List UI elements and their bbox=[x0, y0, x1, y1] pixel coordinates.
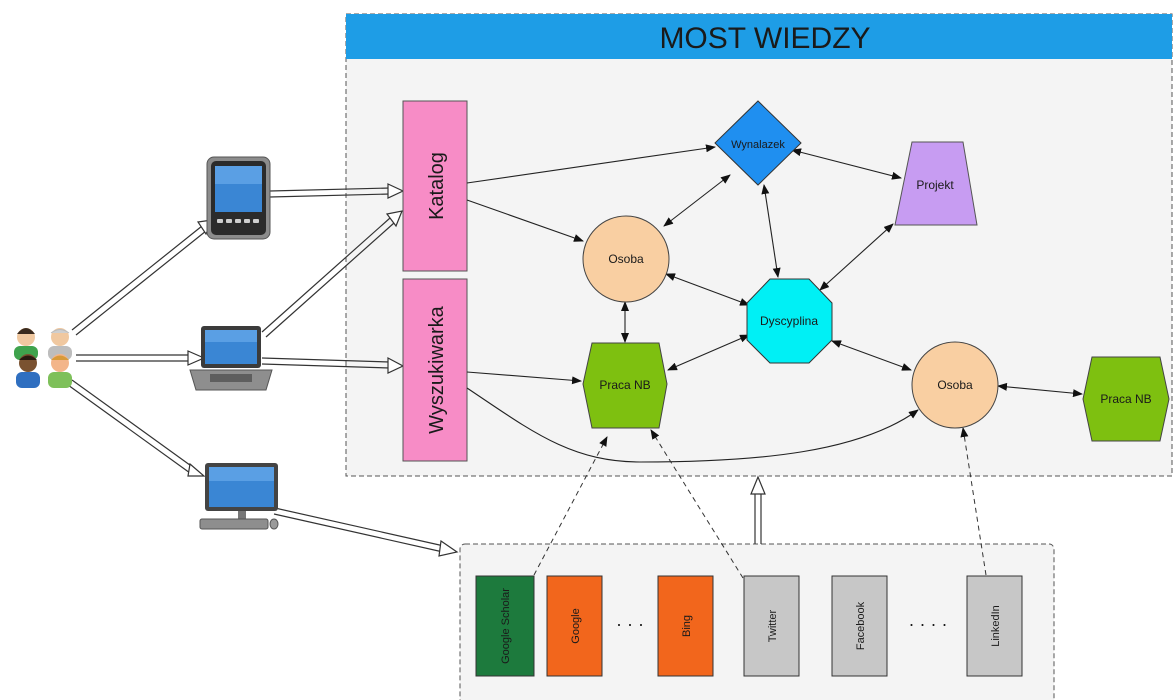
google-label: Google bbox=[570, 608, 582, 643]
praca-nb-label-2: Praca NB bbox=[1100, 392, 1151, 406]
twitter-label: Twitter bbox=[767, 609, 779, 642]
ellipsis-2: · · · · bbox=[909, 614, 948, 634]
desktop-icon bbox=[199, 463, 279, 530]
dyscyplina-label: Dyscyplina bbox=[760, 314, 818, 328]
header-bar bbox=[346, 14, 1172, 59]
bing-label: Bing bbox=[681, 615, 693, 637]
praca-nb-label-1: Praca NB bbox=[599, 378, 650, 392]
diagram-title: MOST WIEDZY bbox=[659, 22, 870, 55]
osoba-node-1[interactable] bbox=[582, 215, 670, 303]
twitter-source[interactable] bbox=[743, 575, 800, 677]
katalog-block[interactable] bbox=[402, 100, 468, 272]
osoba-node-2[interactable] bbox=[911, 341, 999, 429]
google-scholar-source[interactable] bbox=[475, 575, 535, 677]
katalog-label: Katalog bbox=[426, 152, 448, 220]
osoba-label-1: Osoba bbox=[608, 252, 644, 266]
google-scholar-label: Google Scholar bbox=[500, 588, 512, 664]
osoba-label-2: Osoba bbox=[937, 378, 973, 392]
wyszukiwarka-label: Wyszukiwarka bbox=[426, 305, 448, 433]
wyszukiwarka-block[interactable] bbox=[402, 278, 468, 462]
laptop-icon bbox=[189, 326, 273, 391]
users-icon bbox=[14, 328, 72, 388]
google-source[interactable] bbox=[546, 575, 603, 677]
praca-nb-node-2[interactable] bbox=[1082, 356, 1170, 442]
dyscyplina-node[interactable] bbox=[746, 278, 833, 364]
linkedin-source[interactable] bbox=[966, 575, 1023, 677]
source-links bbox=[533, 427, 987, 579]
facebook-source[interactable] bbox=[831, 575, 888, 677]
connectors bbox=[466, 144, 1083, 463]
user-flow-arrows bbox=[67, 183, 766, 557]
projekt-node[interactable] bbox=[894, 141, 978, 226]
praca-nb-node-1[interactable] bbox=[582, 342, 668, 429]
linkedin-label: LinkedIn bbox=[990, 605, 1002, 647]
most-wiedzy-container bbox=[345, 13, 1173, 477]
projekt-label: Projekt bbox=[916, 178, 954, 192]
ellipsis-1: · · · bbox=[616, 614, 644, 634]
tablet-icon bbox=[206, 156, 271, 240]
facebook-label: Facebook bbox=[855, 601, 867, 650]
bing-source[interactable] bbox=[657, 575, 714, 677]
wynalazek-node[interactable] bbox=[714, 100, 802, 186]
wynalazek-label: Wynalazek bbox=[731, 139, 785, 151]
